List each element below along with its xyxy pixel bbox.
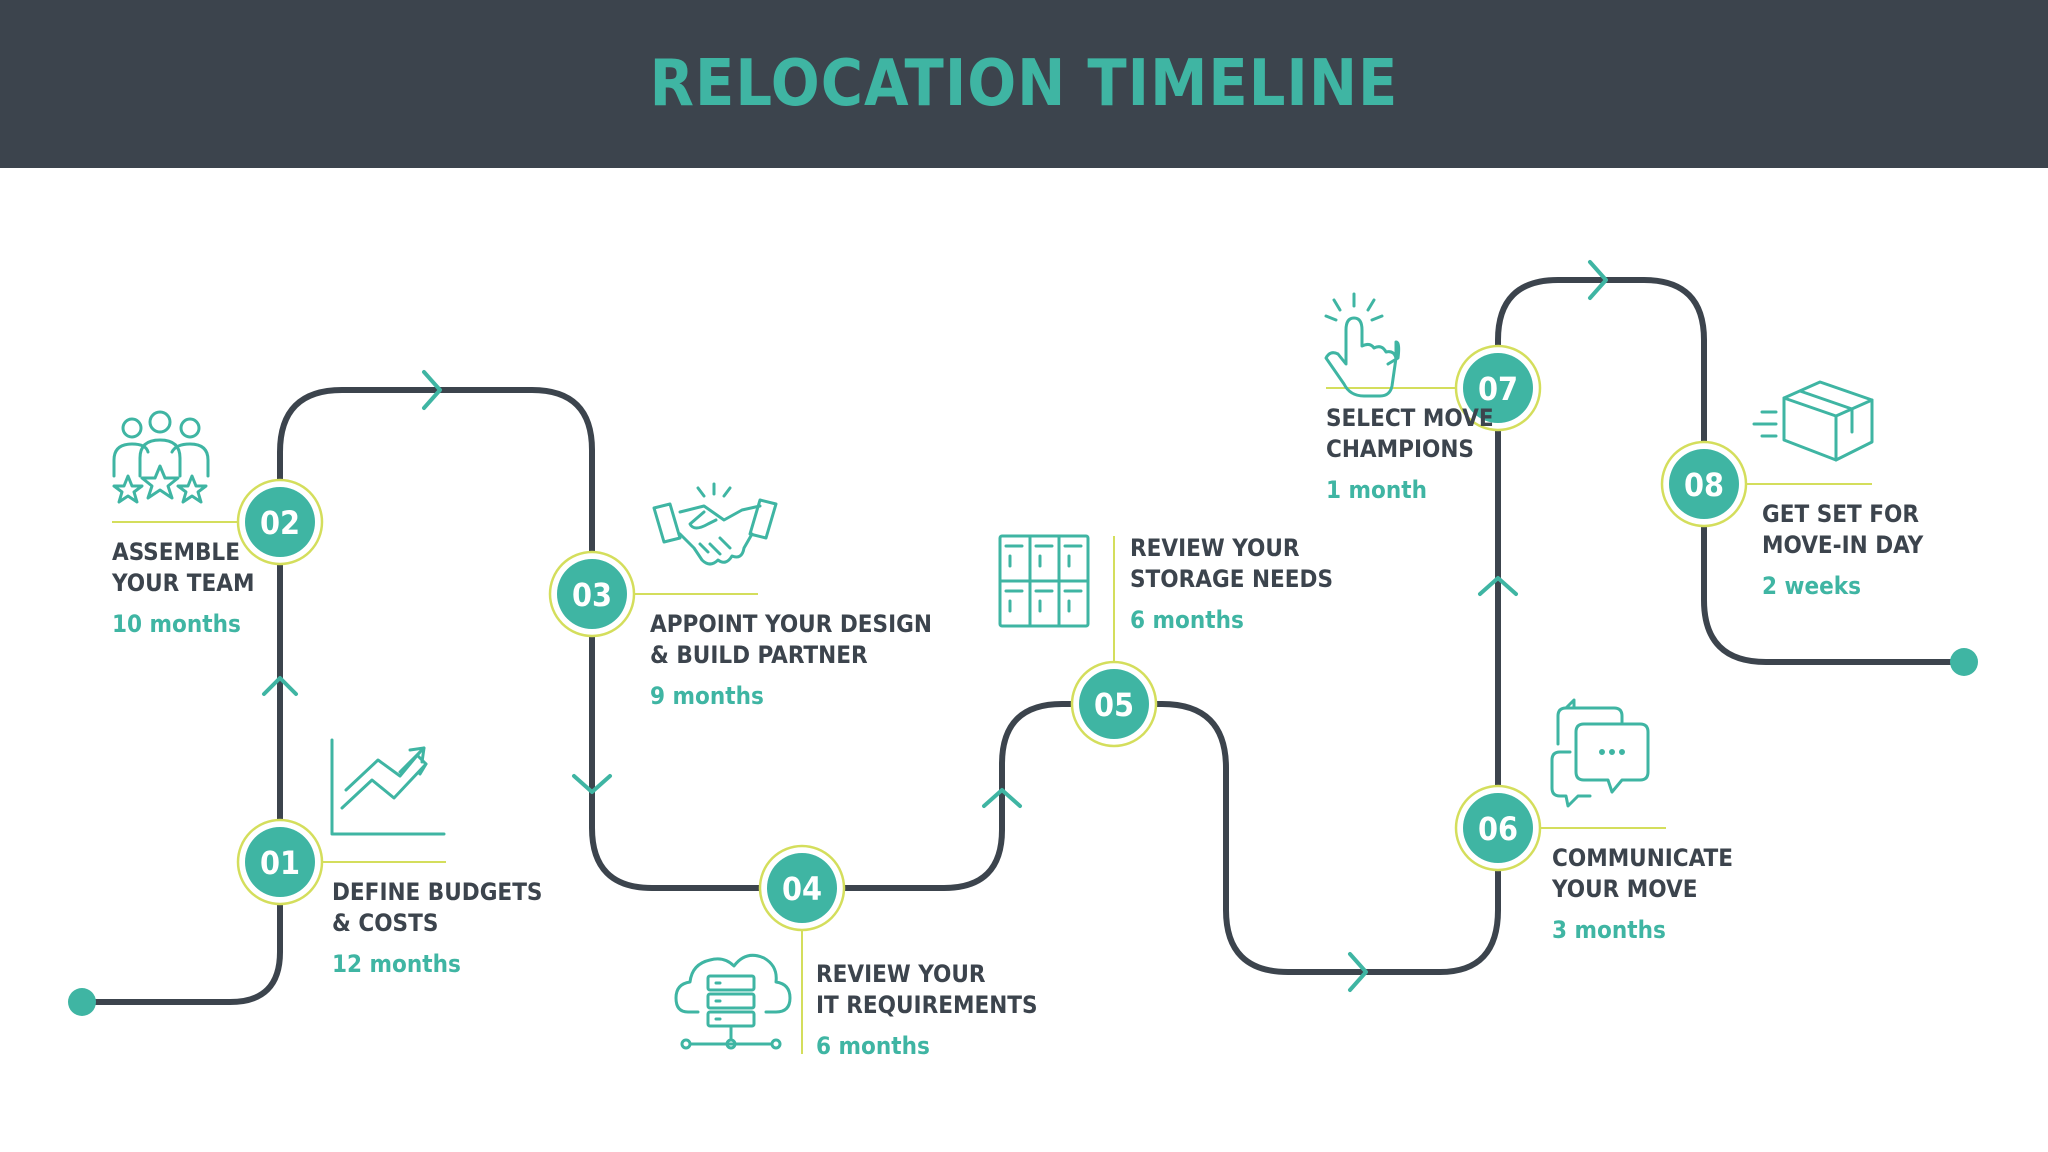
team-stars-icon [112, 410, 210, 504]
moving-box-icon [1752, 380, 1874, 462]
step-number: 03 [572, 576, 612, 614]
step-number: 02 [260, 504, 300, 542]
header-bar [0, 0, 2048, 168]
step-node [767, 853, 837, 923]
timeline-step-05: 05 REVIEW YOUR STORAGE NEEDS 6 months [1070, 534, 1333, 748]
chevron-up-icon [1478, 576, 1518, 596]
pointer-hand-icon [1324, 292, 1401, 398]
timeline-start-dot [68, 988, 96, 1016]
step-duration: 9 months [650, 682, 764, 710]
step-number: 07 [1478, 370, 1518, 408]
step-title-line: DEFINE BUDGETS [332, 878, 542, 906]
step-node [1669, 449, 1739, 519]
step-title-line: & BUILD PARTNER [650, 641, 868, 669]
timeline-end-dot [1950, 648, 1978, 676]
step-duration: 1 month [1326, 476, 1427, 504]
step-title-line: REVIEW YOUR [1130, 534, 1300, 562]
step-node [1463, 353, 1533, 423]
step-number: 06 [1478, 810, 1518, 848]
step-title-line: APPOINT YOUR DESIGN [650, 610, 932, 638]
step-title-line: YOUR MOVE [1551, 875, 1697, 903]
lockers-icon [998, 534, 1090, 628]
step-node [1079, 669, 1149, 739]
chevron-down-icon [572, 774, 612, 794]
step-number: 08 [1684, 466, 1724, 504]
step-title-line: YOUR TEAM [111, 569, 255, 597]
chevron-right-icon [1348, 952, 1368, 992]
step-title-line: REVIEW YOUR [816, 960, 986, 988]
handshake-icon [652, 482, 778, 566]
page-title: RELOCATION TIMELINE [649, 47, 1399, 121]
chevron-up-icon [262, 676, 298, 696]
chevron-right-icon [1588, 260, 1608, 300]
step-title-line: MOVE-IN DAY [1762, 531, 1924, 559]
step-node [1463, 793, 1533, 863]
step-duration: 6 months [816, 1032, 930, 1060]
step-duration: 6 months [1130, 606, 1244, 634]
step-node [245, 827, 315, 897]
cloud-server-icon [674, 953, 792, 1050]
step-title-line: & COSTS [332, 909, 438, 937]
step-title-line: CHAMPIONS [1326, 435, 1474, 463]
step-title-line: GET SET FOR [1762, 500, 1919, 528]
step-duration: 3 months [1552, 916, 1666, 944]
step-title-line: IT REQUIREMENTS [816, 991, 1038, 1019]
step-title-line: COMMUNICATE [1552, 844, 1733, 872]
chevron-up-icon [982, 788, 1022, 808]
timeline-path [79, 277, 1967, 1005]
chat-bubbles-icon [1550, 698, 1650, 808]
step-duration: 10 months [112, 610, 241, 638]
step-number: 04 [782, 870, 822, 908]
step-duration: 2 weeks [1762, 572, 1861, 600]
step-duration: 12 months [332, 950, 461, 978]
growth-chart-icon [330, 738, 446, 836]
step-title-line: STORAGE NEEDS [1130, 565, 1333, 593]
step-title-line: SELECT MOVE [1326, 404, 1494, 432]
step-node [245, 487, 315, 557]
step-number: 05 [1094, 686, 1134, 724]
step-title-line: ASSEMBLE [112, 538, 240, 566]
chevron-right-icon [422, 370, 442, 410]
step-node [557, 559, 627, 629]
step-number: 01 [260, 844, 300, 882]
